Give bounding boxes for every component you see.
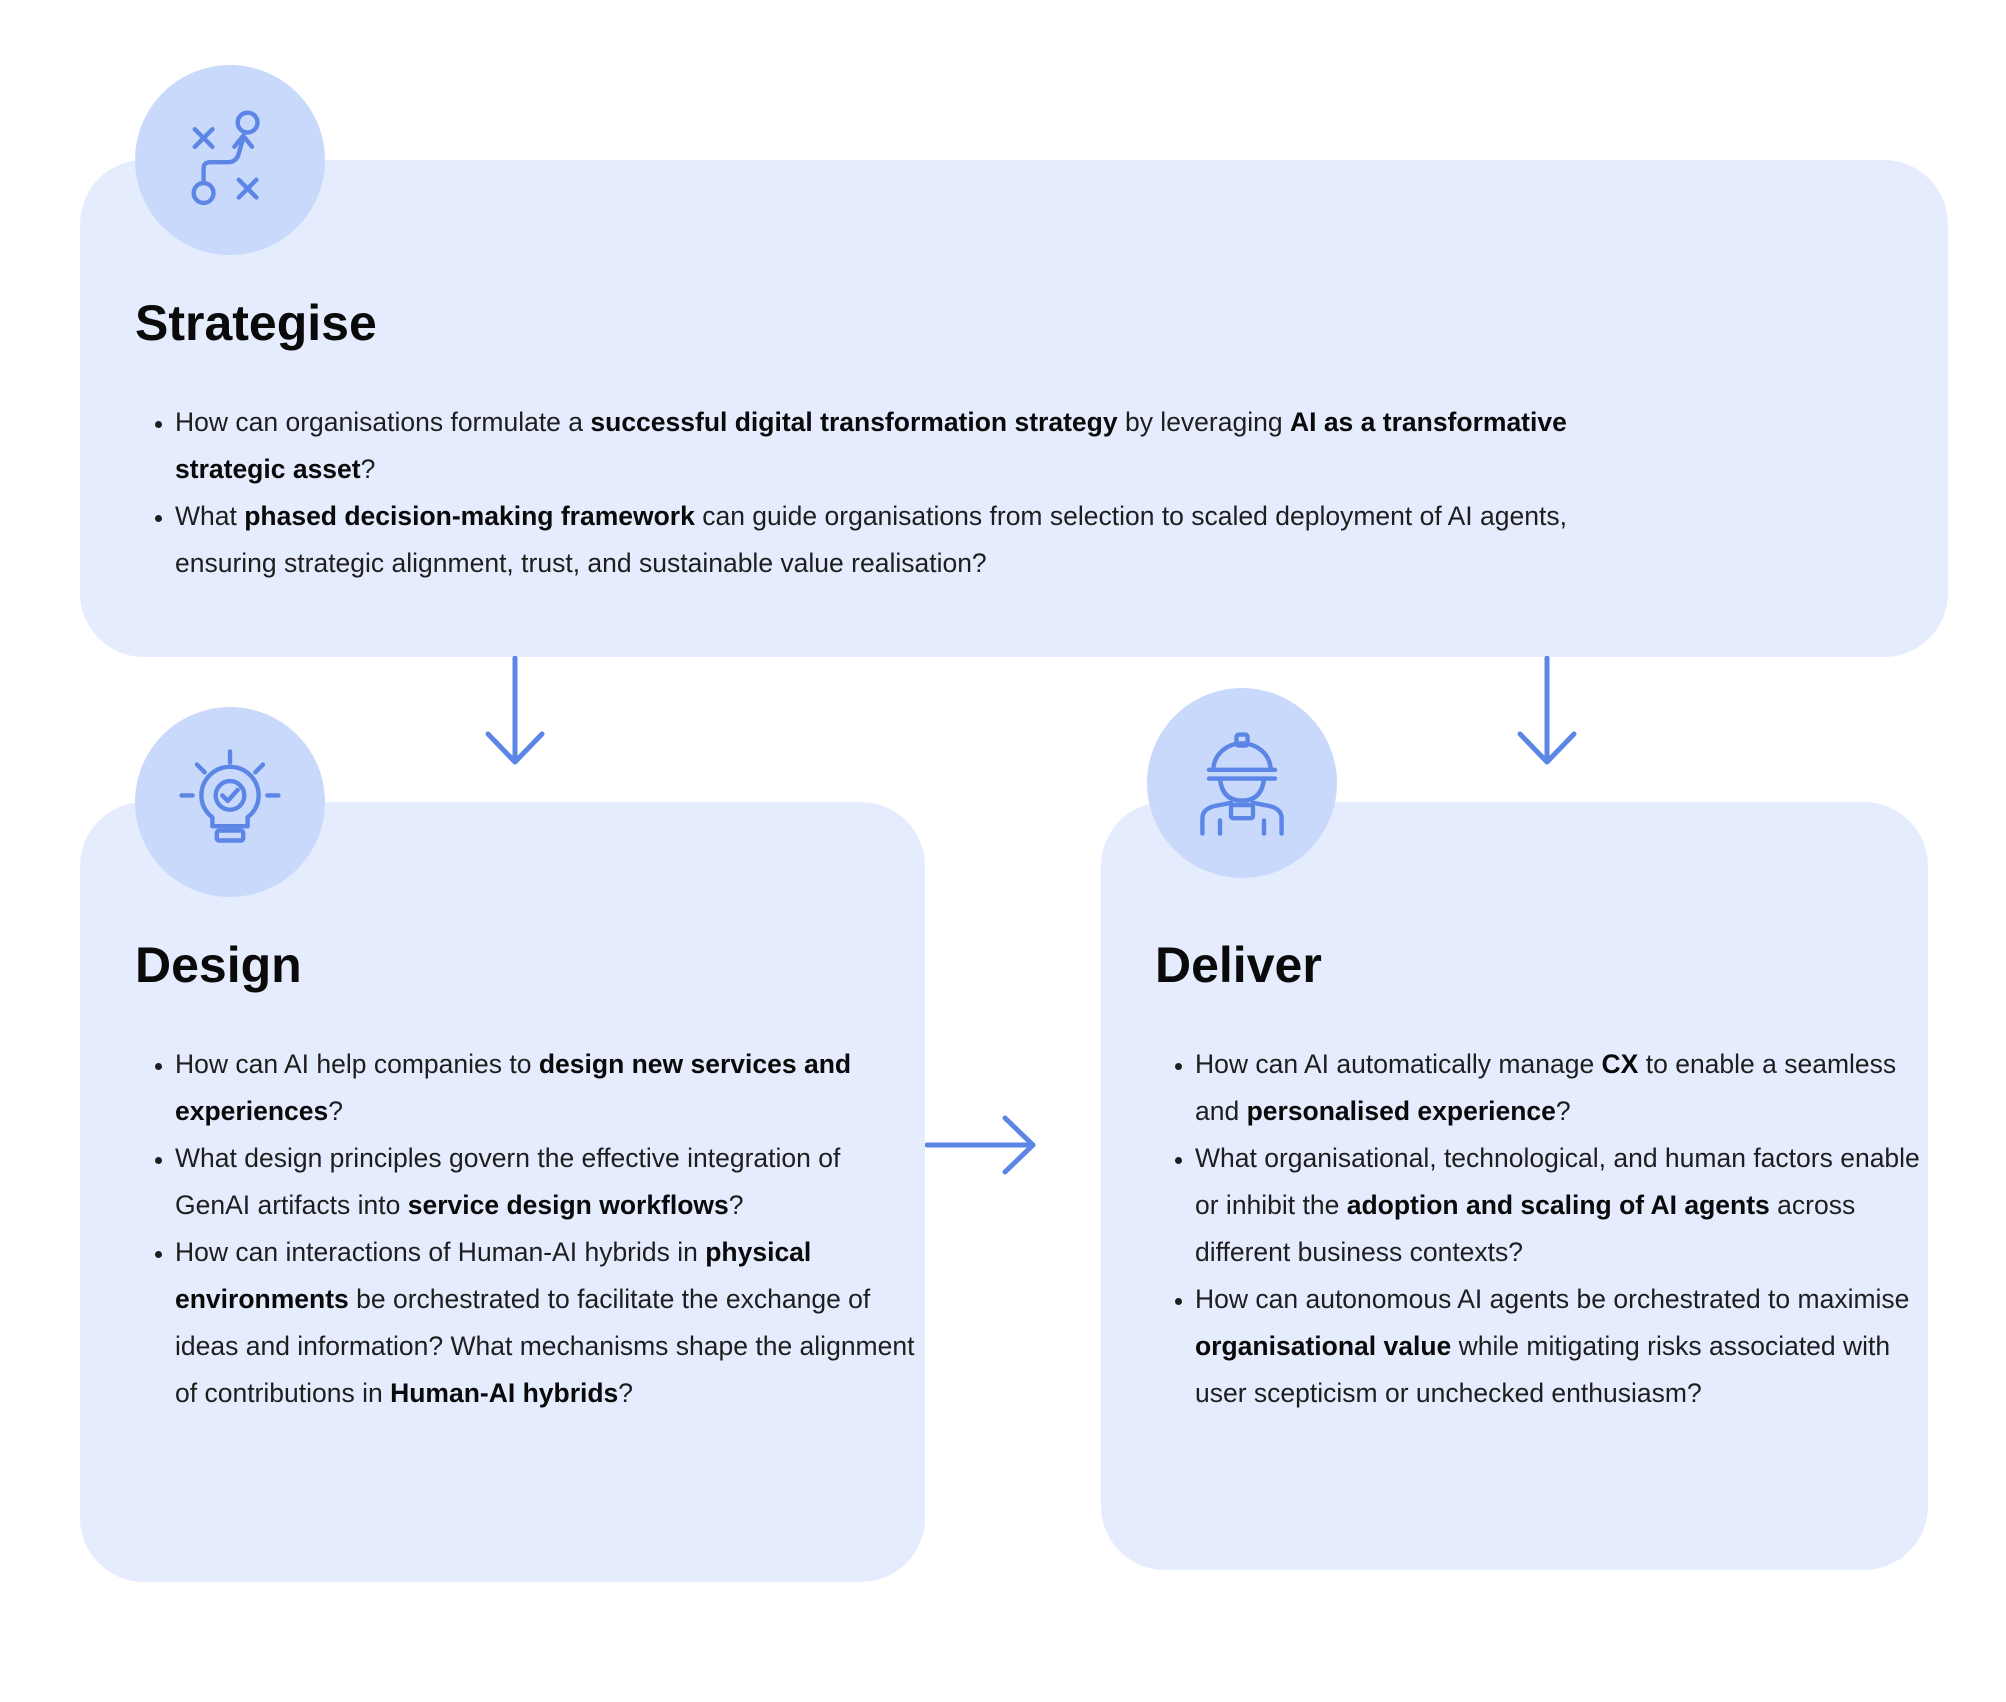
deliver-panel (1101, 802, 1928, 1570)
strategy-play-icon (135, 65, 325, 255)
strategise-questions: How can organisations formulate a succes… (135, 399, 1660, 587)
design-panel (80, 802, 925, 1582)
list-item: How can AI help companies to design new … (175, 1041, 920, 1135)
list-item: How can interactions of Human-AI hybrids… (175, 1229, 920, 1417)
arrow-down-icon (485, 656, 545, 765)
list-item: What design principles govern the effect… (175, 1135, 920, 1229)
strategise-title: Strategise (135, 295, 377, 351)
list-item: How can AI automatically manage CX to en… (1195, 1041, 1935, 1135)
list-item: What phased decision-making framework ca… (175, 493, 1660, 587)
lightbulb-check-icon (135, 707, 325, 897)
list-item: What organisational, technological, and … (1195, 1135, 1935, 1276)
list-item: How can autonomous AI agents be orchestr… (1195, 1276, 1935, 1417)
deliver-questions: How can AI automatically manage CX to en… (1155, 1041, 1935, 1417)
design-title: Design (135, 937, 302, 993)
list-item: How can organisations formulate a succes… (175, 399, 1660, 493)
deliver-title: Deliver (1155, 937, 1322, 993)
arrow-right-icon (925, 1115, 1036, 1175)
strategise-panel (80, 160, 1948, 657)
worker-hardhat-icon (1147, 688, 1337, 878)
arrow-down-icon (1517, 656, 1577, 765)
design-questions: How can AI help companies to design new … (135, 1041, 920, 1417)
